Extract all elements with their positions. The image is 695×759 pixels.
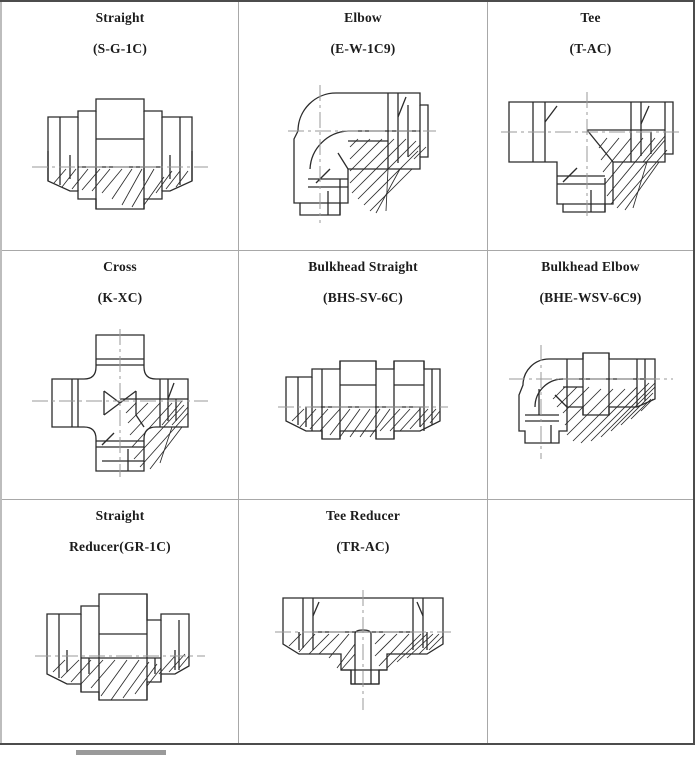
fitting-code: (BHE-WSV-6C9) bbox=[539, 289, 642, 305]
table-row: Cross (K-XC) bbox=[0, 250, 695, 500]
drawing-straight-reducer-fitting bbox=[2, 557, 238, 743]
drawing-tee-reducer-fitting bbox=[239, 557, 487, 743]
fitting-code: (TR-AC) bbox=[336, 538, 390, 554]
fitting-code: (S-G-1C) bbox=[92, 40, 148, 56]
fitting-code: (E-W-1C9) bbox=[330, 40, 396, 56]
fitting-title: Bulkhead Straight bbox=[308, 259, 418, 274]
cell-tee[interactable]: Tee (T-AC) bbox=[487, 0, 695, 251]
page-footer-bar bbox=[76, 750, 166, 755]
cell-elbow[interactable]: Elbow (E-W-1C9) bbox=[238, 0, 488, 251]
fitting-title: Tee bbox=[580, 10, 601, 25]
drawing-cross-fitting bbox=[2, 308, 238, 499]
drawing-bulkhead-straight-fitting bbox=[239, 308, 487, 499]
cell-straight-reducer[interactable]: Straight Reducer(GR-1C) bbox=[0, 499, 239, 745]
cell-tee-reducer[interactable]: Tee Reducer (TR-AC) bbox=[238, 499, 488, 745]
drawing-straight-union-fitting bbox=[2, 59, 238, 250]
fitting-code: (T-AC) bbox=[569, 40, 612, 56]
cell-cross[interactable]: Cross (K-XC) bbox=[0, 250, 239, 500]
cell-bulkhead-elbow[interactable]: Bulkhead Elbow (BHE-WSV-6C9) bbox=[487, 250, 695, 500]
cell-blank bbox=[487, 499, 695, 745]
fitting-title: Elbow bbox=[344, 10, 382, 25]
table-row: Straight (S-G-1C) bbox=[0, 0, 695, 251]
cell-bulkhead-straight[interactable]: Bulkhead Straight (BHS-SV-6C) bbox=[238, 250, 488, 500]
drawing-tee-fitting bbox=[488, 59, 693, 250]
fitting-title: Straight bbox=[95, 10, 145, 25]
table-row: Straight Reducer(GR-1C) bbox=[0, 499, 695, 745]
drawing-bulkhead-elbow-fitting bbox=[488, 308, 693, 499]
drawing-90-degree-elbow-fitting bbox=[239, 59, 487, 250]
fitting-title: Straight bbox=[95, 508, 145, 523]
fitting-title: Cross bbox=[103, 259, 137, 274]
fitting-title: Bulkhead Elbow bbox=[541, 259, 640, 274]
fitting-code: (K-XC) bbox=[97, 289, 143, 305]
fitting-title: Tee Reducer bbox=[325, 508, 401, 523]
fitting-code: (BHS-SV-6C) bbox=[323, 289, 403, 305]
cell-straight[interactable]: Straight (S-G-1C) bbox=[0, 0, 239, 251]
fitting-code: Reducer(GR-1C) bbox=[69, 538, 171, 554]
